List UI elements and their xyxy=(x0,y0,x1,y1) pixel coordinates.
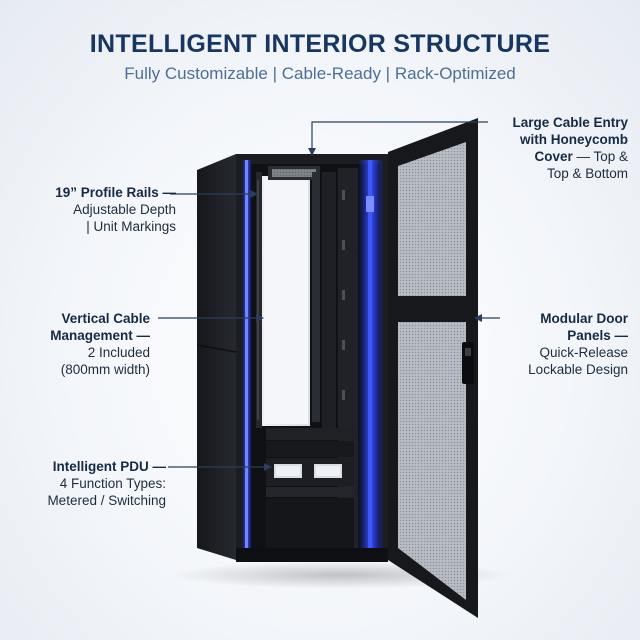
callout-cable-entry-title3-tail: — Top & xyxy=(572,149,628,164)
equipment-stack xyxy=(266,428,354,548)
callout-cable-entry-title3: Cover xyxy=(534,149,573,164)
callout-door-panels-line2: Lockable Design xyxy=(528,362,628,377)
door-perforated-panel-upper xyxy=(398,142,466,296)
page-subtitle: Fully Customizable | Cable-Ready | Rack-… xyxy=(124,64,516,83)
callout-cable-entry-title1: Large Cable Entry xyxy=(512,115,628,130)
callout-pdu-title: Intelligent PDU — xyxy=(52,459,166,474)
callout-pdu-line2: Metered / Switching xyxy=(47,493,166,508)
callout-vertical-cable-line1: 2 Included xyxy=(87,345,150,360)
callout-profile-rails-line1: Adjustable Depth xyxy=(73,202,176,217)
callout-cable-entry-title2: with Honeycomb xyxy=(519,132,628,147)
callout-pdu-line1: 4 Function Types: xyxy=(59,476,166,491)
callout-door-panels-title2: Panels — xyxy=(567,328,628,343)
callout-vertical-cable-title1: Vertical Cable xyxy=(61,311,150,326)
callout-door-panels-line1: Quick-Release xyxy=(539,345,628,360)
callout-vertical-cable-title2: Management — xyxy=(50,328,150,343)
page-title: INTELLIGENT INTERIOR STRUCTURE xyxy=(89,30,551,58)
callout-door-panels-title1: Modular Door xyxy=(540,311,628,326)
callout-vertical-cable: Vertical Cable Management — 2 Included (… xyxy=(8,310,150,378)
callout-cable-entry: Large Cable Entry with Honeycomb Cover —… xyxy=(470,114,628,182)
profile-rail-left xyxy=(256,172,262,428)
callout-profile-rails: 19” Profile Rails — Adjustable Depth | U… xyxy=(8,184,176,235)
rear-rail xyxy=(312,172,320,422)
callout-profile-rails-line2: | Unit Markings xyxy=(86,219,176,234)
door-perforated-panel-lower xyxy=(398,322,466,600)
cabinet-side-panel xyxy=(197,154,236,560)
callout-vertical-cable-line2: (800mm width) xyxy=(60,362,150,377)
callout-pdu: Intelligent PDU — 4 Function Types: Mete… xyxy=(8,458,166,509)
callout-door-panels: Modular Door Panels — Quick-Release Lock… xyxy=(488,310,628,378)
cabinet-door xyxy=(388,118,478,618)
callout-profile-rails-title: 19” Profile Rails — xyxy=(55,185,176,200)
callout-cable-entry-line1: Top & Bottom xyxy=(546,166,628,181)
